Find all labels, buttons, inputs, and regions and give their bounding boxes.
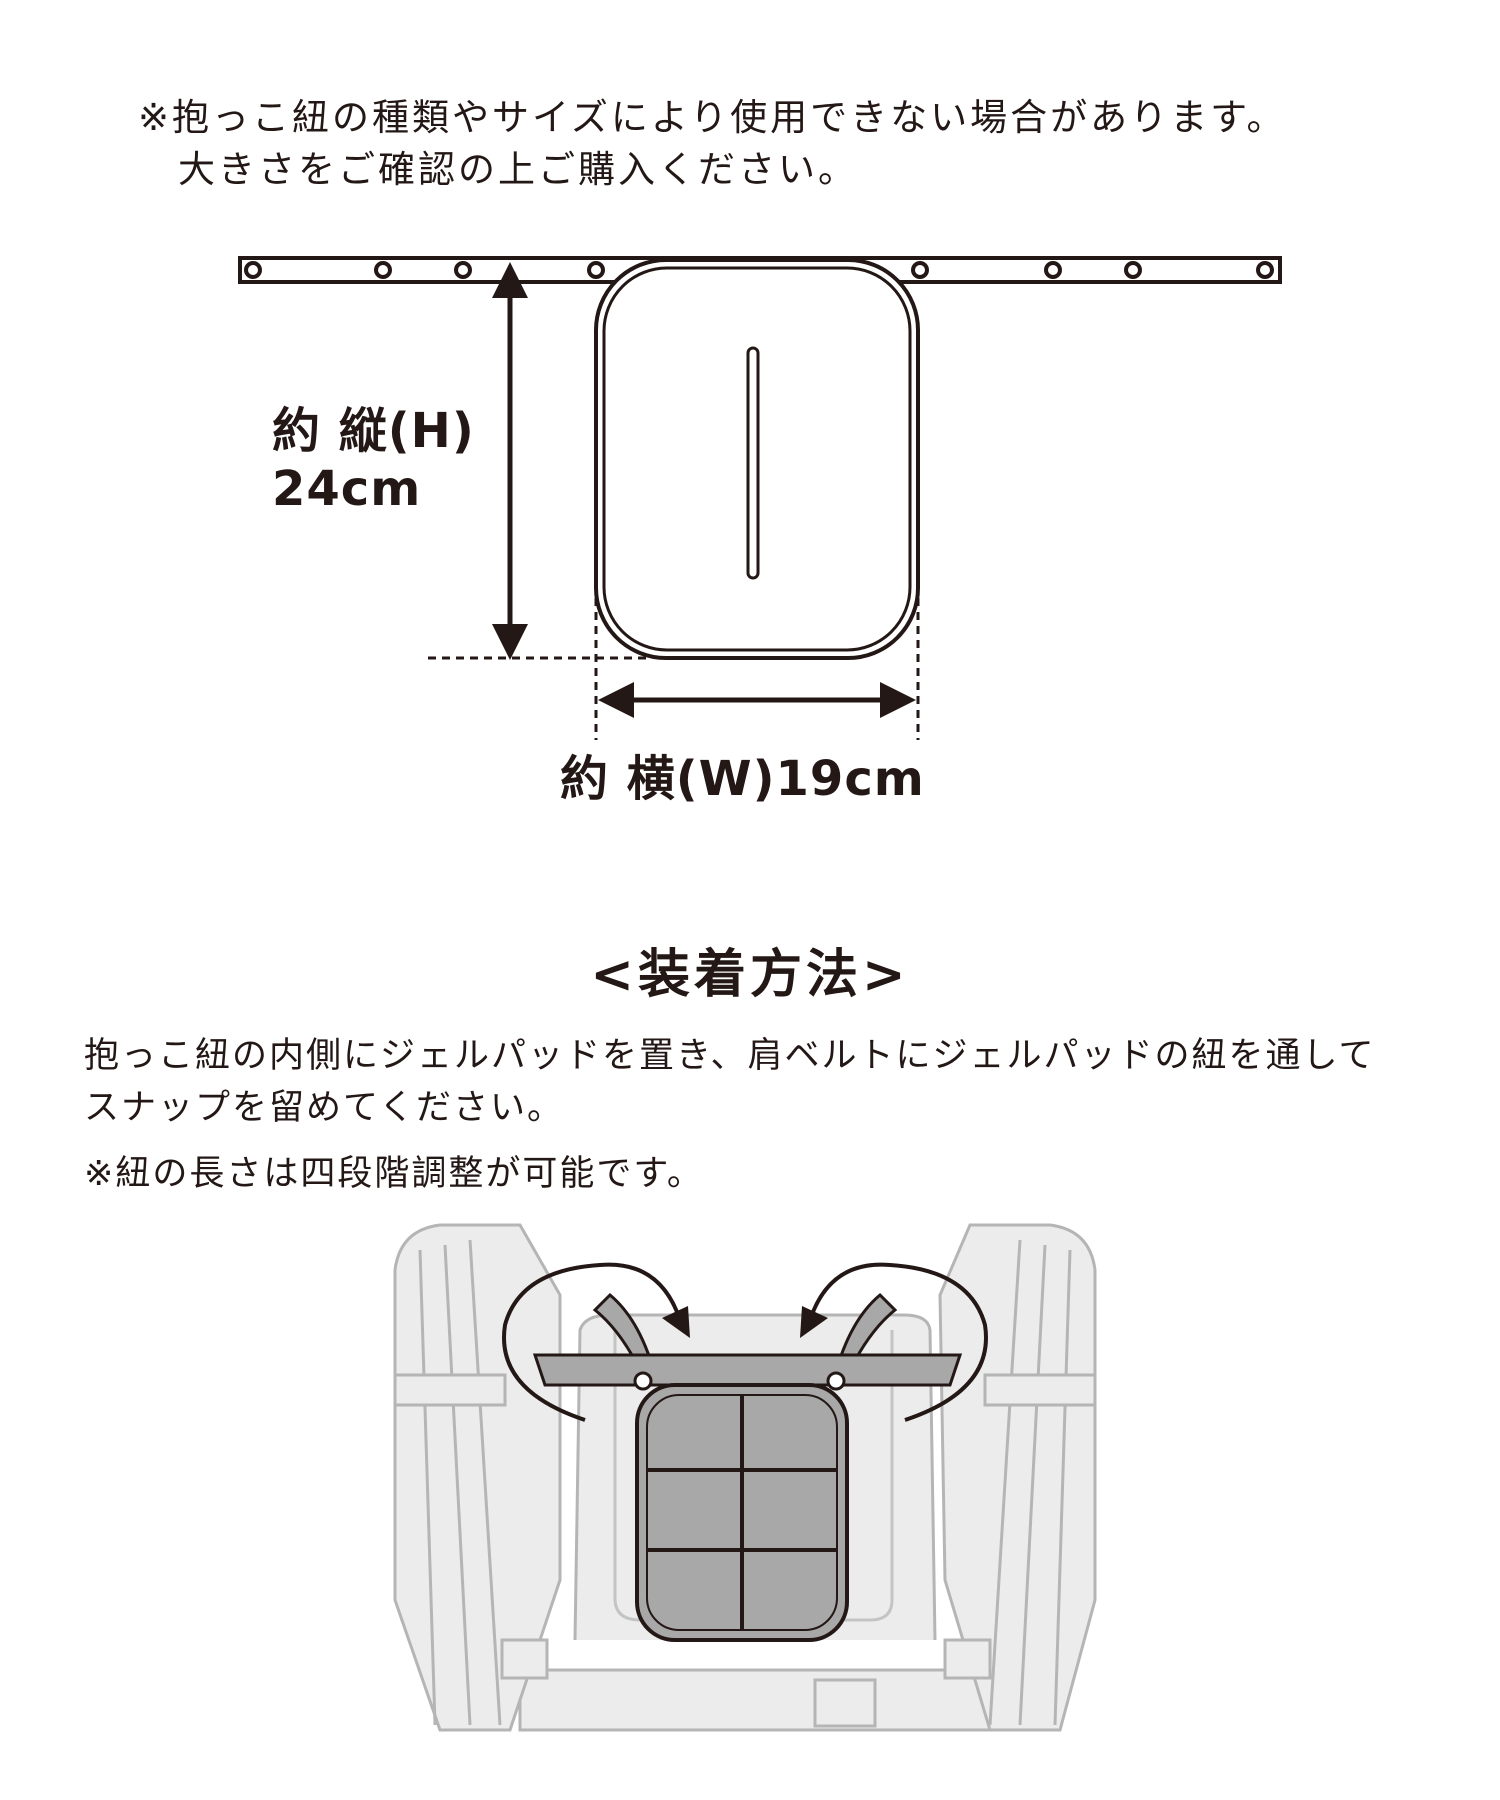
usage-notice-line1: ※抱っこ紐の種類やサイズにより使用できない場合があります。 <box>138 96 1287 139</box>
instruction-line1: 抱っこ紐の内側にジェルパッドを置き、肩ベルトにジェルパッドの紐を通して <box>84 1036 1376 1076</box>
height-label: 約 縦(H) 24cm <box>272 402 475 518</box>
width-arrow <box>594 598 920 740</box>
instruction-paragraph: 抱っこ紐の内側にジェルパッドを置き、肩ベルトにジェルパッドの紐を通して スナップ… <box>84 1030 1484 1134</box>
section-title: <装着方法> <box>590 945 910 1005</box>
left-shoulder-strap <box>393 1223 562 1732</box>
usage-notice: ※抱っこ紐の種類やサイズにより使用できない場合があります。 大きさをご確認の上ご… <box>138 92 1438 196</box>
usage-notice-line2: 大きさをご確認の上ご購入ください。 <box>178 148 858 191</box>
gel-pad <box>635 1383 849 1642</box>
adjustment-note: ※紐の長さは四段階調整が可能です。 <box>84 1154 704 1194</box>
height-arrow <box>428 262 650 660</box>
height-label-line2: 24cm <box>272 461 422 517</box>
width-label: 約 横(W)19cm <box>560 751 925 807</box>
baby-carrier-illustration <box>393 1223 1097 1732</box>
gel-pad-outline <box>594 258 920 660</box>
height-label-line1: 約 縦(H) <box>272 403 475 459</box>
right-shoulder-strap <box>938 1223 1097 1732</box>
instruction-line2: スナップを留めてください。 <box>84 1088 564 1128</box>
